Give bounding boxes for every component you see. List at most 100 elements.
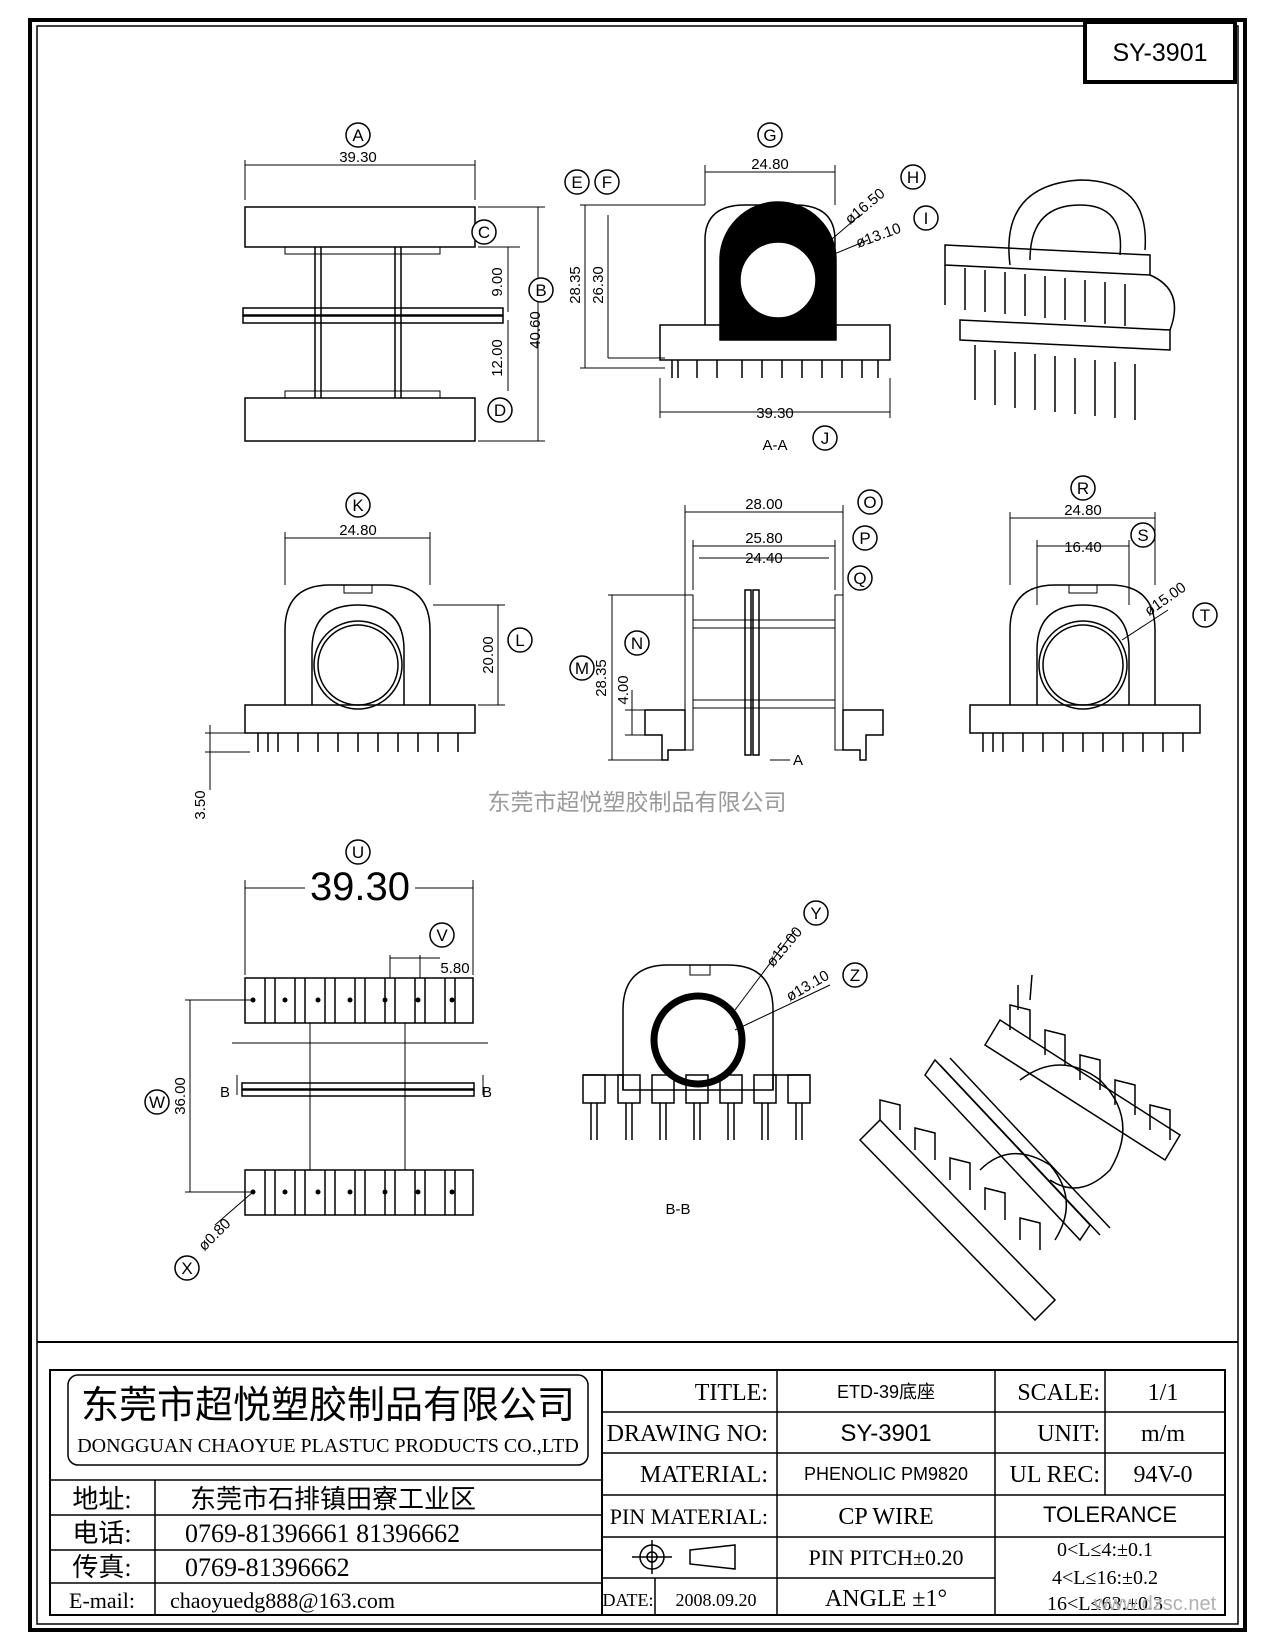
- label-section-aa: A-A: [762, 437, 787, 454]
- fax-value: 0769-81396662: [185, 1553, 350, 1582]
- view-bb-dims: [734, 929, 831, 1031]
- balloon-p: P: [859, 529, 870, 548]
- balloon-t: T: [1200, 606, 1210, 625]
- dim-k-pin: 3.50: [192, 790, 209, 819]
- ul-rec-label: UL REC:: [1010, 1462, 1100, 1488]
- company-name-cn: 东莞市超悦塑胶制品有限公司: [81, 1385, 575, 1427]
- unit-value: m/m: [1141, 1421, 1185, 1447]
- dim-q: 24.40: [745, 550, 783, 567]
- title-label: TITLE:: [695, 1380, 768, 1406]
- view-u-dims: [185, 880, 484, 1226]
- title-block-lines: [49, 1369, 1226, 1616]
- dim-ef2: 26.30: [590, 266, 607, 304]
- balloon-j: J: [821, 429, 830, 448]
- dim-d: 12.00: [489, 339, 506, 377]
- tolerance-row-2: 4<L≤16:±0.2: [1052, 1567, 1158, 1589]
- title-value: ETD-39底座: [837, 1382, 935, 1402]
- email-label: E-mail:: [69, 1588, 135, 1613]
- date-value: 2008.09.20: [676, 1590, 757, 1610]
- material-value: PHENOLIC PM9820: [804, 1464, 968, 1484]
- view-o-side: [644, 589, 884, 761]
- balloon-u: U: [352, 843, 364, 862]
- view-u-top: [232, 977, 488, 1216]
- iso-view-bottom: [858, 974, 1182, 1322]
- dim-w: 36.00: [172, 1077, 189, 1115]
- address-label: 地址:: [72, 1485, 131, 1514]
- angle-tolerance: ANGLE ±1°: [825, 1586, 947, 1612]
- watermark-text: 东莞市超悦塑胶制品有限公司: [488, 789, 787, 815]
- balloon-a: A: [352, 126, 364, 145]
- dim-s: 16.40: [1064, 539, 1102, 556]
- company-name-en: DONGGUAN CHAOYUE PLASTUC PRODUCTS CO.,LT…: [77, 1435, 579, 1457]
- pin-material-label: PIN MATERIAL:: [610, 1504, 768, 1529]
- title-block-texts: 东莞市超悦塑胶制品有限公司 DONGGUAN CHAOYUE PLASTUC P…: [69, 1380, 1217, 1615]
- balloon-q: Q: [853, 569, 866, 588]
- balloon-w: W: [149, 1093, 165, 1112]
- view-u-pin-dots: [250, 997, 455, 1195]
- view-aa-section: [659, 201, 891, 378]
- part-number-box: SY-3901: [1083, 20, 1237, 84]
- dim-a: 39.30: [339, 149, 377, 166]
- drawing-no-value: SY-3901: [840, 1420, 931, 1447]
- fax-label: 传真:: [72, 1553, 131, 1582]
- view-r-front: [969, 584, 1201, 752]
- view-a-dims: [244, 160, 545, 442]
- balloon-z: Z: [850, 966, 860, 985]
- pin-pitch: PIN PITCH±0.20: [808, 1545, 963, 1570]
- k-pins: [257, 733, 459, 752]
- part-number-label: SY-3901: [1113, 39, 1208, 67]
- balloon-letters: A B C D E F G H I J K L M N O P Q R S T …: [149, 126, 1210, 1278]
- balloon-s: S: [1137, 526, 1148, 545]
- balloon-layer: [144, 122, 1218, 1281]
- label-section-bb: B-B: [665, 1201, 690, 1218]
- dim-p: 25.80: [745, 530, 783, 547]
- balloon-n: N: [631, 634, 643, 653]
- view-a-side: [242, 206, 504, 442]
- phone-label: 电话:: [72, 1519, 131, 1548]
- site-watermark: www.dzsc.net: [1093, 1593, 1217, 1615]
- view-k-front: [244, 584, 476, 752]
- balloon-g: G: [763, 126, 776, 145]
- dim-g: 24.80: [751, 156, 789, 173]
- balloon-y: Y: [810, 904, 821, 923]
- ul-rec-value: 94V-0: [1133, 1462, 1192, 1488]
- tolerance-row-3: 16<L≤63:±0.3: [1047, 1593, 1163, 1615]
- balloon-b: B: [535, 281, 546, 300]
- drawing-frame: [28, 18, 1247, 1632]
- iso-view-top: [944, 179, 1176, 420]
- dim-n: 4.00: [615, 675, 632, 704]
- balloon-v: V: [436, 926, 448, 945]
- label-b-mark-right: B: [482, 1084, 492, 1101]
- dim-c: 9.00: [489, 267, 506, 296]
- material-label: MATERIAL:: [640, 1462, 768, 1488]
- bb-pins: [582, 1074, 811, 1140]
- tolerance-label: TOLERANCE: [1043, 1502, 1177, 1527]
- dim-o: 28.00: [745, 496, 783, 513]
- view-r-dims: [1009, 512, 1169, 641]
- aa-pins: [671, 360, 879, 378]
- balloon-l: L: [515, 631, 524, 650]
- balloon-e: E: [571, 173, 582, 192]
- date-label: DATE:: [603, 1590, 654, 1610]
- unit-label: UNIT:: [1037, 1421, 1100, 1447]
- section-labels: A-A B-B A B B: [220, 437, 803, 1218]
- balloon-x: X: [181, 1259, 192, 1278]
- dim-u: 39.30: [310, 865, 410, 909]
- dim-ef1: 28.35: [567, 266, 584, 304]
- dim-j: 39.30: [756, 405, 794, 422]
- pin-material-value: CP WIRE: [838, 1504, 933, 1530]
- dim-t: ø15.00: [1141, 579, 1189, 620]
- balloon-o: O: [863, 493, 876, 512]
- balloon-i: I: [924, 209, 929, 228]
- phone-value: 0769-81396661 81396662: [185, 1519, 460, 1548]
- balloon-c: C: [478, 223, 490, 242]
- view-k-dims: [205, 532, 505, 790]
- label-a-mark: A: [793, 752, 803, 769]
- view-aa-dims: [580, 165, 891, 418]
- label-b-mark-left: B: [220, 1084, 230, 1101]
- dim-b: 40.60: [527, 311, 544, 349]
- dim-l: 20.00: [480, 636, 497, 674]
- dim-i: ø13.10: [854, 220, 904, 252]
- dim-x: ø0.80: [195, 1215, 234, 1254]
- balloon-f: F: [602, 173, 612, 192]
